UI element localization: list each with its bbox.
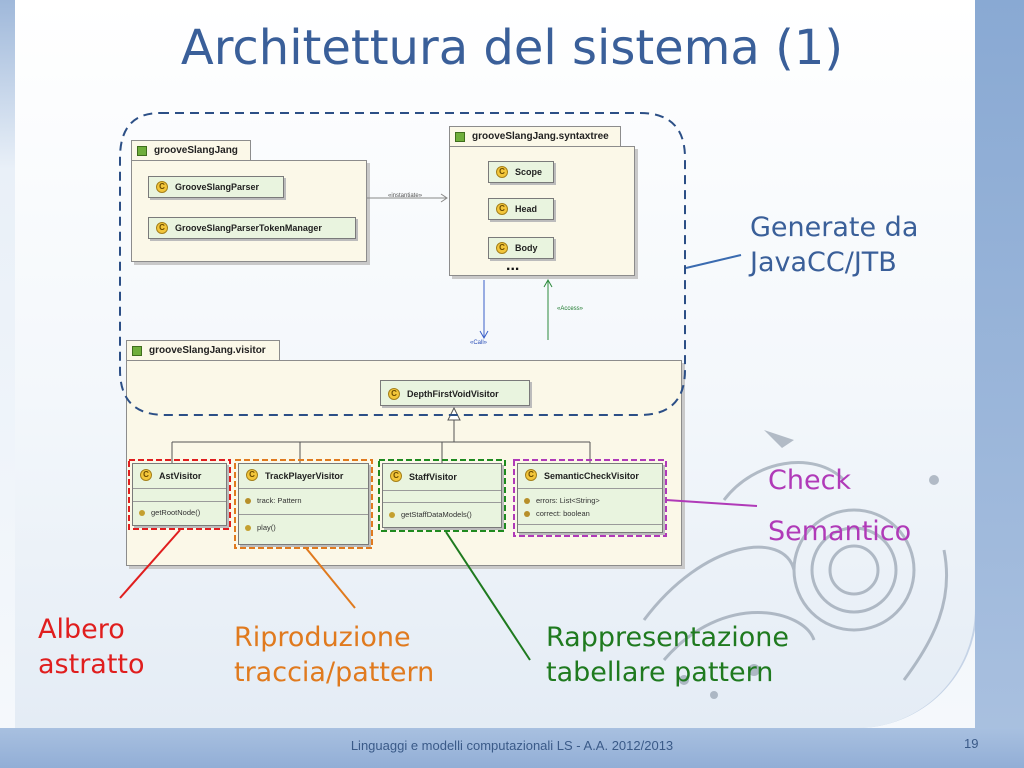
class-separator xyxy=(239,488,368,489)
class-icon: C xyxy=(388,388,400,400)
relation-call-label: «Call» xyxy=(470,340,488,346)
callout-generated xyxy=(685,254,742,269)
method-get-root-node: getRootNode() xyxy=(139,508,200,517)
annotation-generated: Generate da JavaCC/JTB xyxy=(750,212,919,279)
class-semantic-check-visitor: C SemanticCheckVisitor errors: List<Stri… xyxy=(517,463,663,533)
more-classes-ellipsis: ... xyxy=(506,257,520,274)
decorative-ornament-icon xyxy=(642,430,949,699)
class-icon: C xyxy=(140,469,152,481)
class-separator xyxy=(518,524,662,525)
method-icon xyxy=(389,512,395,519)
class-scope: C Scope xyxy=(488,161,554,183)
class-icon: C xyxy=(496,203,508,215)
package-label: grooveSlangJang.visitor xyxy=(149,345,266,356)
class-depth-first-void-visitor: C DepthFirstVoidVisitor xyxy=(380,380,530,406)
slide-footer: Linguaggi e modelli computazionali LS - … xyxy=(350,738,674,753)
class-groove-slang-parser: C GrooveSlangParser xyxy=(148,176,284,198)
annotation-rappresentazione: Rappresentazione tabellare pattern xyxy=(546,622,789,689)
call-arrowhead xyxy=(479,330,489,340)
package-tab-syntaxtree: grooveSlangJang.syntaxtree xyxy=(449,126,621,146)
highlight-staff xyxy=(378,459,506,532)
slide-title: Architettura del sistema (1) xyxy=(180,20,844,76)
package-label: grooveSlangJang xyxy=(154,145,238,156)
access-arrowhead xyxy=(543,278,553,288)
instantiate-arrowhead xyxy=(440,193,448,203)
class-icon: C xyxy=(390,470,402,482)
relation-access-label: «Access» xyxy=(557,306,584,312)
member-text: getRootNode() xyxy=(151,508,201,517)
class-separator xyxy=(383,502,501,503)
class-separator xyxy=(133,488,226,489)
method-get-staff-data-models: getStaffDataModels() xyxy=(389,510,472,519)
class-separator xyxy=(383,490,501,491)
package-label: grooveSlangJang.syntaxtree xyxy=(472,131,609,142)
field-icon xyxy=(524,511,530,518)
member-text: getStaffDataModels() xyxy=(401,510,472,519)
class-token-manager: C GrooveSlangParserTokenManager xyxy=(148,217,356,239)
method-icon xyxy=(139,510,145,517)
class-name: SemanticCheckVisitor xyxy=(544,471,639,481)
callout-riproduzione xyxy=(305,547,356,609)
highlight-ast xyxy=(128,459,231,530)
class-separator xyxy=(133,501,226,502)
footer-band xyxy=(0,728,1024,768)
field-errors: errors: List<String> xyxy=(524,496,600,505)
member-text: track: Pattern xyxy=(257,496,302,505)
class-name: Body xyxy=(515,243,538,253)
page-number: 19 xyxy=(964,736,979,751)
method-play: play() xyxy=(245,523,276,532)
inheritance-lines xyxy=(171,406,591,463)
package-icon xyxy=(137,146,147,156)
class-icon: C xyxy=(246,469,258,481)
member-text: errors: List<String> xyxy=(536,496,600,505)
class-icon: C xyxy=(496,242,508,254)
class-name: Head xyxy=(515,204,538,214)
class-name: TrackPlayerVisitor xyxy=(265,471,344,481)
field-icon xyxy=(524,498,530,505)
field-correct: correct: boolean xyxy=(524,509,590,518)
class-name: Scope xyxy=(515,167,543,177)
highlight-track xyxy=(234,459,373,549)
class-icon: C xyxy=(156,181,168,193)
class-head: C Head xyxy=(488,198,554,220)
package-icon xyxy=(455,132,465,142)
package-tab-main: grooveSlangJang xyxy=(131,140,251,160)
class-name: GrooveSlangParserTokenManager xyxy=(175,223,322,233)
annotation-check: Check Semantico xyxy=(768,465,912,548)
class-ast-visitor: C AstVisitor getRootNode() xyxy=(132,463,227,526)
class-name: AstVisitor xyxy=(159,471,202,481)
class-icon: C xyxy=(156,222,168,234)
package-icon xyxy=(132,346,142,356)
callout-rappresentazione xyxy=(445,531,531,661)
package-tab-visitor: grooveSlangJang.visitor xyxy=(126,340,280,360)
annotation-riproduzione: Riproduzione traccia/pattern xyxy=(234,622,435,689)
class-body: C Body xyxy=(488,237,554,259)
class-separator xyxy=(518,488,662,489)
highlight-semantic xyxy=(513,459,667,537)
class-name: GrooveSlangParser xyxy=(175,182,260,192)
field-icon xyxy=(245,498,251,505)
method-icon xyxy=(245,525,251,532)
class-separator xyxy=(239,514,368,515)
class-track-player-visitor: C TrackPlayerVisitor track: Pattern play… xyxy=(238,463,369,545)
generated-region-outline xyxy=(119,112,686,416)
relation-instantiate-label: «instantiate» xyxy=(388,193,423,199)
callout-albero xyxy=(119,529,181,599)
class-icon: C xyxy=(496,166,508,178)
class-staff-visitor: C StaffVisitor getStaffDataModels() xyxy=(382,463,502,528)
field-track: track: Pattern xyxy=(245,496,302,505)
class-name: StaffVisitor xyxy=(409,472,457,482)
annotation-albero: Albero astratto xyxy=(38,614,145,681)
member-text: play() xyxy=(257,523,276,532)
member-text: correct: boolean xyxy=(536,509,590,518)
class-name: DepthFirstVoidVisitor xyxy=(407,389,499,399)
callout-check xyxy=(665,499,758,507)
class-icon: C xyxy=(525,469,537,481)
